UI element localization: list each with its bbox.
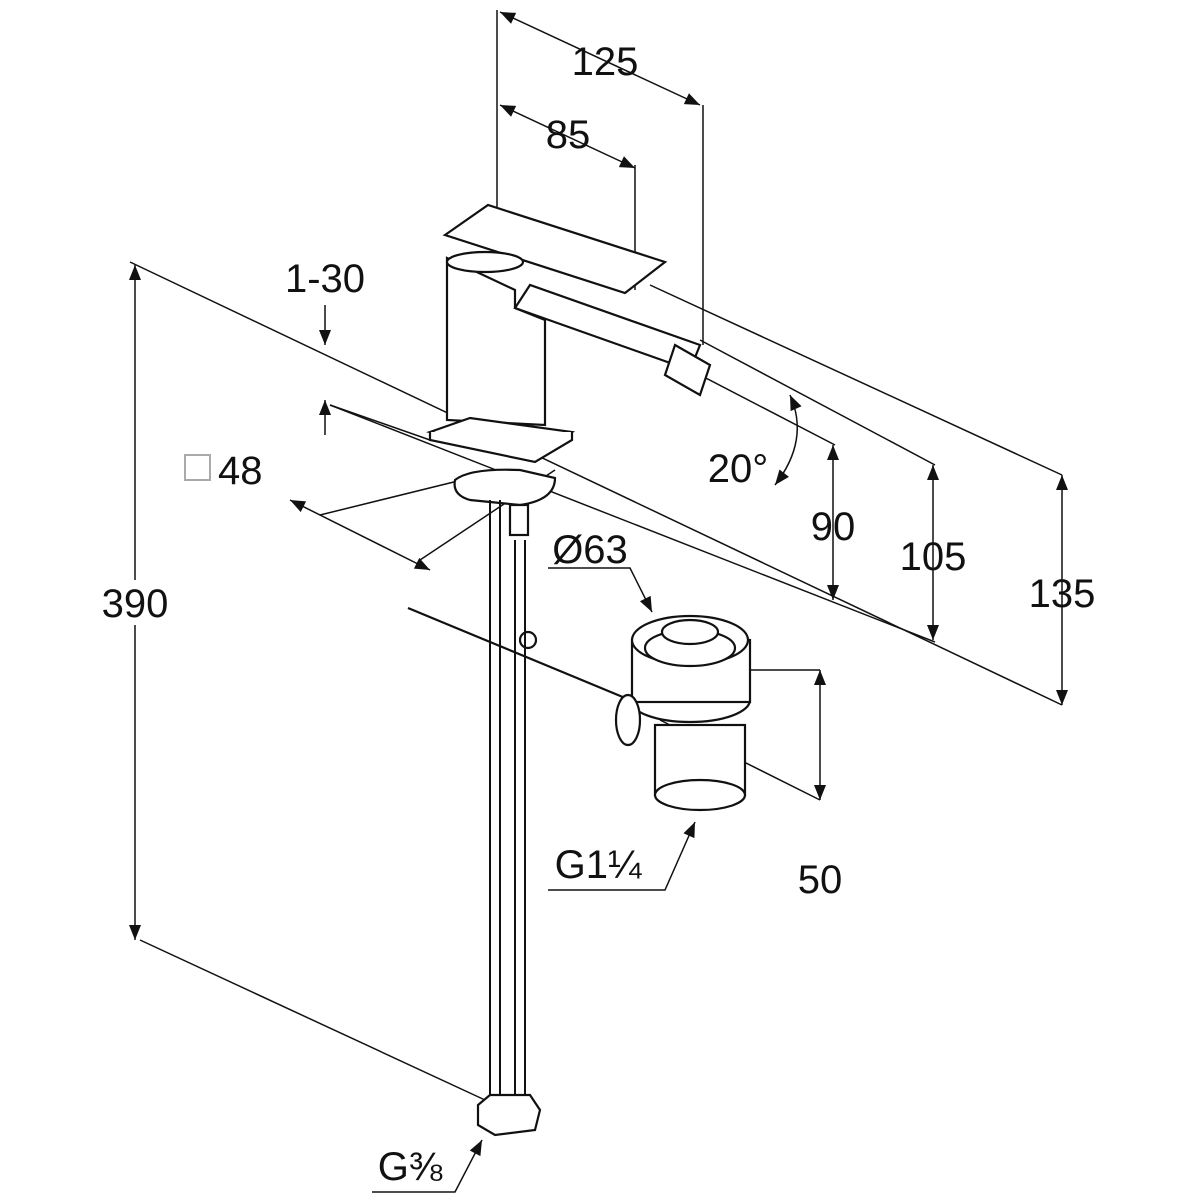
square-symbol-icon bbox=[184, 454, 211, 481]
label-g3-8: G⅜ bbox=[378, 1145, 443, 1189]
supply-hoses bbox=[476, 500, 542, 1137]
dimension-labels: 125 85 1-30 48 20° 90 105 135 390 Ø63 G1… bbox=[95, 40, 1095, 1189]
label-48: 48 bbox=[218, 449, 263, 493]
waste-drain bbox=[614, 614, 752, 812]
label-diameter-63: Ø63 bbox=[552, 528, 628, 572]
label-125: 125 bbox=[572, 40, 639, 84]
label-90: 90 bbox=[811, 505, 856, 549]
label-135: 135 bbox=[1029, 572, 1096, 616]
label-390: 390 bbox=[102, 582, 169, 626]
dimension-lines bbox=[129, 11, 1068, 1193]
label-50: 50 bbox=[798, 858, 843, 902]
label-g1-1-4: G1¼ bbox=[555, 843, 642, 887]
extension-lines bbox=[129, 10, 1063, 1101]
label-85: 85 bbox=[546, 113, 591, 157]
label-105: 105 bbox=[900, 535, 967, 579]
label-1-30: 1-30 bbox=[285, 257, 365, 301]
label-20-degrees: 20° bbox=[708, 447, 769, 491]
faucet bbox=[407, 203, 712, 702]
